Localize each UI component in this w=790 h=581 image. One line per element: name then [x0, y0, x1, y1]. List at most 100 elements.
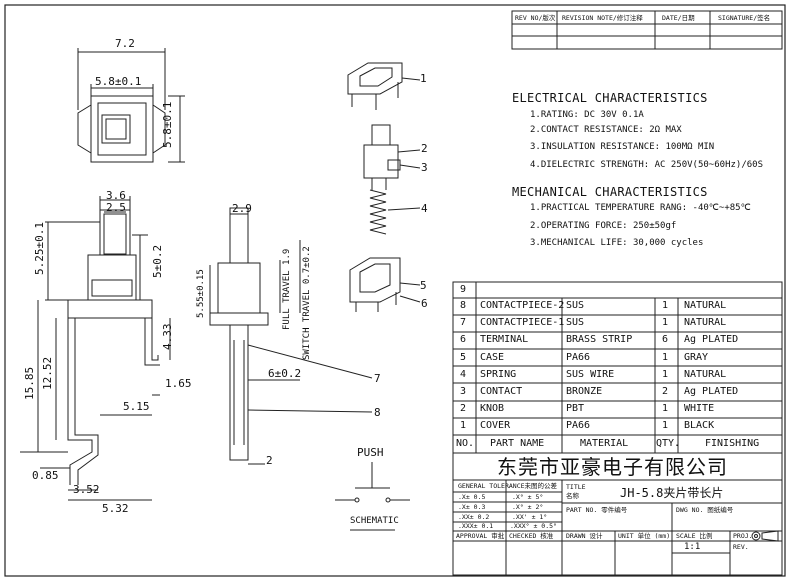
tolerance-linear: .X± 0.3: [458, 503, 486, 511]
tolerance-linear: .XXX± 0.1: [458, 522, 494, 530]
dim-front-bot2: 3.52: [73, 483, 100, 496]
dim-side-bot: 2: [266, 454, 273, 467]
bom-cell-material: PA66: [566, 420, 591, 432]
tolerance-angle: .X° ± 5°: [512, 493, 544, 501]
bom-cell-material: SUS: [566, 300, 585, 311]
callout-label: 3: [421, 161, 428, 174]
company-name: 东莞市亚豪电子有限公司: [497, 455, 728, 479]
dim-side-travel-full: FULL TRAVEL 1.9: [282, 248, 292, 330]
bom-cell-part: CASE: [480, 351, 505, 363]
bom-cell-qty: 1: [662, 300, 669, 311]
tolerance-angle: .XX' ± 1°: [512, 513, 548, 521]
electrical-title: ELECTRICAL CHARACTERISTICS: [512, 91, 708, 105]
bom-cell-material: BRONZE: [566, 386, 603, 397]
bom-cell-no: 2: [460, 403, 467, 415]
bom-cell-finish: Ag PLATED: [684, 386, 739, 397]
bom-cell-part: CONTACT: [480, 386, 523, 397]
dim-front-bot3: 5.32: [102, 502, 129, 515]
side-view: [209, 207, 373, 465]
tolerance-linear: .X± 0.5: [458, 493, 486, 501]
bom-cell-part: TERMINAL: [480, 334, 529, 346]
bom-cell-qty: 1: [662, 317, 669, 329]
bom-cell-qty: 1: [662, 403, 669, 415]
bom-cell-finish: WHITE: [684, 403, 715, 415]
bom-cell-part: CONTACTPIECE-1: [480, 317, 565, 329]
dim-front-pin1: 15.85: [23, 366, 36, 400]
bom-table-grid: [452, 281, 783, 454]
dim-side-top: 2.9: [232, 202, 252, 215]
dim-front-bot1: 0.85: [32, 469, 59, 482]
part-no-label: PART NO. 零件编号: [566, 506, 628, 514]
callout-label: 5: [420, 279, 427, 292]
bom-cell-no: 4: [460, 368, 467, 380]
bom-cell-no: 1: [460, 420, 467, 432]
bom-empty-row-no: 9: [460, 284, 467, 295]
dwg-no-label: DWG NO. 图纸编号: [676, 506, 734, 514]
bom-cell-no: 3: [460, 386, 467, 397]
tolerance-angle: .X° ± 2°: [512, 503, 544, 511]
callout-label: 7: [374, 372, 381, 385]
drawing-border: [4, 4, 786, 577]
bom-cell-part: COVER: [480, 420, 511, 432]
bom-cell-part: KNOB: [480, 403, 505, 415]
title-label-cn: 名称: [566, 492, 579, 500]
schematic-symbol: [335, 462, 410, 531]
electrical-item: 1.RATING: DC 30V 0.1A: [530, 110, 644, 120]
dim-top-side: 5.8±0.1: [161, 101, 174, 148]
drawn-label: DRAWN 设计: [566, 532, 603, 540]
revision-table: [511, 10, 783, 50]
checked-label: CHECKED 核准: [509, 532, 554, 540]
bom-header-no: NO.: [456, 438, 475, 449]
mechanical-item: 3.MECHANICAL LIFE: 30,000 cycles: [530, 238, 704, 248]
dim-front-height: 5.25±0.1: [33, 222, 46, 275]
mechanical-item: 1.PRACTICAL TEMPERATURE RANG: -40℃~+85℃: [530, 203, 751, 213]
tolerance-angle: .XXX° ± 0.5°: [510, 522, 557, 530]
mechanical-item: 2.OPERATING FORCE: 250±50gf: [530, 221, 677, 231]
bom-cell-qty: 6: [662, 334, 669, 346]
bom-cell-qty: 1: [662, 351, 669, 363]
unit-label: UNIT 单位 (mm): [618, 532, 671, 540]
bom-cell-finish: NATURAL: [684, 368, 727, 380]
bom-cell-material: PBT: [566, 403, 585, 415]
tolerance-title: GENERAL TOLERANCE未图的公差: [458, 482, 558, 490]
title-label: TITLE: [566, 483, 586, 491]
callout-label: 1: [420, 72, 427, 85]
schematic-label: SCHEMATIC: [350, 516, 399, 526]
approval-label: APPROVAL 审批: [456, 532, 505, 540]
mechanical-title: MECHANICAL CHARACTERISTICS: [512, 185, 708, 199]
callout-label: 4: [421, 202, 428, 215]
bom-cell-no: 7: [460, 317, 467, 329]
callout-label: 6: [421, 297, 428, 310]
dim-side-travel-switch: SWITCH TRAVEL 0.7±0.2: [302, 246, 312, 360]
top-view: [77, 48, 185, 163]
bom-cell-finish: Ag PLATED: [684, 334, 739, 346]
dim-front-pin4: 1.65: [165, 377, 192, 390]
bom-header-part: PART NAME: [490, 438, 545, 449]
dim-side-pin: 6±0.2: [268, 367, 302, 380]
bom-cell-finish: NATURAL: [684, 317, 727, 329]
bom-cell-qty: 1: [662, 368, 669, 380]
bom-header-qty: QTY.: [656, 438, 681, 449]
scale-label: SCALE 比例: [676, 532, 713, 540]
dim-side-h: 5.55±0.15: [196, 269, 206, 318]
dim-front-right: 5±0.2: [151, 244, 164, 278]
bom-cell-material: SUS: [566, 317, 585, 329]
bom-cell-material: PA66: [566, 351, 591, 363]
dim-top-inner: 5.8±0.1: [95, 75, 142, 88]
dim-front-pin5: 5.15: [123, 400, 150, 413]
scale-value: 1:1: [684, 542, 701, 552]
proj-label: PROJ.: [733, 532, 753, 540]
bom-cell-no: 5: [460, 351, 467, 363]
exploded-parts: [347, 62, 421, 312]
bom-header-material: MATERIAL: [580, 438, 629, 449]
bom-cell-part: SPRING: [480, 368, 517, 380]
dim-front-pin3: 4.33: [161, 323, 174, 351]
title-value: JH-5.8夹片带长片: [620, 486, 724, 500]
projection-symbol: [751, 530, 779, 542]
bom-header-finish: FINISHING: [705, 438, 760, 449]
rev-header-signature: SIGNATURE/签名: [718, 14, 771, 22]
tolerance-linear: .XX± 0.2: [458, 513, 490, 521]
schematic-push-label: PUSH: [357, 446, 384, 459]
rev-header-no: REV NO/版次: [515, 14, 556, 22]
